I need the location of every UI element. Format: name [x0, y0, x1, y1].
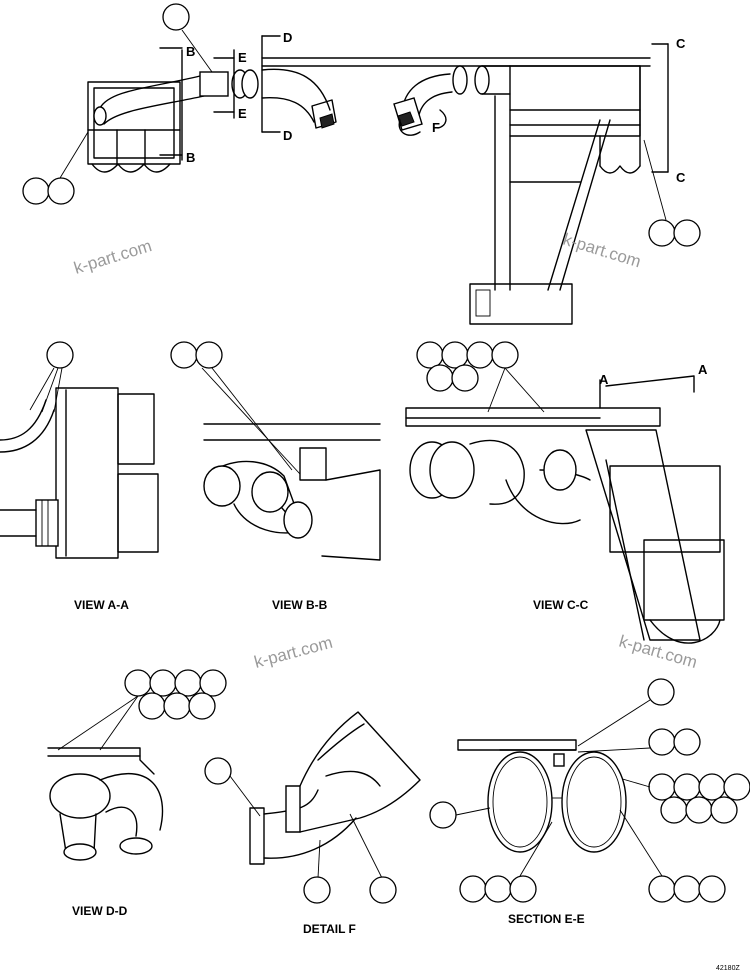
view-dd-drawing: VIEW D-D: [47, 669, 227, 918]
section-markers: B B E E D D C C F: [159, 30, 686, 185]
marker-c-bottom: C: [676, 170, 686, 185]
overview-callouts: [22, 3, 701, 247]
caption-view-dd: VIEW D-D: [72, 904, 128, 918]
figure-code: 42180Z: [716, 965, 740, 972]
caption-view-cc: VIEW C-C: [533, 598, 589, 612]
marker-d-top: D: [283, 30, 292, 45]
overview-drawing: [87, 57, 651, 325]
caption-detail-f: DETAIL F: [303, 922, 356, 936]
marker-e-top: E: [238, 50, 247, 65]
view-bb-drawing: VIEW B-B: [170, 341, 381, 612]
marker-a-left: A: [599, 372, 609, 387]
watermark-1: k-part.com: [72, 236, 154, 278]
marker-d-bottom: D: [283, 128, 292, 143]
marker-a-right: A: [698, 362, 708, 377]
watermark-2: k-part.com: [561, 230, 643, 272]
caption-view-aa: VIEW A-A: [74, 598, 129, 612]
view-cc-drawing: A A VIEW C-C: [405, 341, 725, 644]
marker-b-top: B: [186, 44, 195, 59]
marker-f: F: [432, 120, 440, 135]
section-ee-drawing: SECTION E-E: [429, 678, 750, 926]
caption-view-bb: VIEW B-B: [272, 598, 328, 612]
watermark-3: k-part.com: [252, 633, 334, 672]
marker-e-bottom: E: [238, 106, 247, 121]
marker-c-top: C: [676, 36, 686, 51]
watermark-4: k-part.com: [617, 632, 699, 672]
detail-f-drawing: DETAIL F: [204, 711, 421, 936]
view-aa-drawing: VIEW A-A: [0, 341, 159, 612]
caption-section-ee: SECTION E-E: [508, 912, 585, 926]
marker-b-bottom: B: [186, 150, 195, 165]
